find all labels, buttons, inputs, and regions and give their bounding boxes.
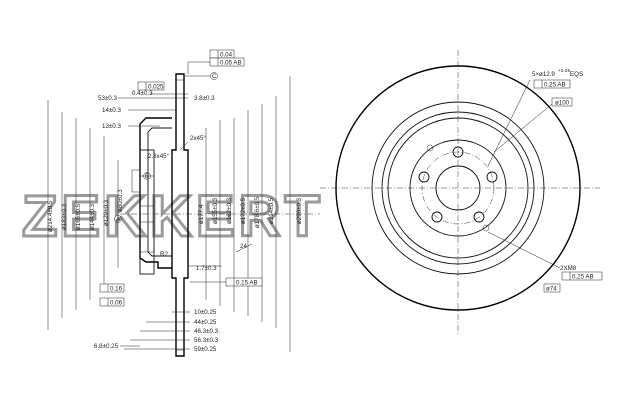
angle-leader [235, 243, 253, 253]
rotor-inner-friction-edge [371, 101, 545, 275]
thread-note: 2XM8 [560, 265, 577, 272]
leader-line [179, 141, 189, 151]
thread-hole [482, 224, 490, 232]
vdim-162: ø162±0.3 [226, 197, 233, 224]
dim-top-53: 53±0.3 [98, 95, 117, 102]
thread-hole [426, 144, 434, 152]
dim-top-13: 13±0.3 [102, 123, 121, 130]
bolt-hole [452, 146, 464, 158]
tolerance-value: 0.15 AB [236, 280, 258, 287]
hat-inner-circle [387, 117, 529, 259]
vdim-172: ø172±0.5 [240, 197, 247, 224]
leader-line [487, 231, 561, 269]
side-section-view: B A C 0.04 0.05 AB 0.025 53±0.3 3.8±0.3 … [47, 49, 320, 357]
leader-line [487, 79, 531, 167]
dim-top-14: 14±0.3 [102, 107, 121, 114]
vdim-177-4: ø177.4 [198, 204, 205, 224]
bolt-hole [418, 171, 430, 183]
chamfer-note: 2x45° [190, 135, 206, 142]
tolerance-value: 0.16 [110, 286, 123, 293]
vdim-214-4: ø214.4±0.5 [47, 200, 54, 232]
vdim-214: ø214±0.5 [268, 197, 275, 224]
hat-outer-circle [381, 111, 535, 265]
hub-hat-inner [147, 127, 172, 257]
hub-flange [139, 149, 155, 275]
hub-hat-outline [139, 117, 172, 269]
datum-label: B [145, 173, 149, 180]
tolerance-frame [99, 297, 125, 307]
angle-note: 24 [240, 243, 247, 250]
vdim-178-6: ø178.6±0.5 [254, 196, 261, 228]
pcd-frame [551, 97, 573, 107]
dim-bottom-10: 10±0.25 [194, 309, 217, 316]
tolerance-value: 0.04 [220, 52, 233, 59]
rotor-ring-outline [171, 73, 189, 357]
datum-label: C [212, 73, 217, 80]
vdim-290: ø290±0.3 [296, 197, 303, 224]
front-view: 5×ø12.9 +0.25 EQS 0.25 AB ø100 2XM8 0.25… [320, 50, 603, 336]
tolerance-frame [561, 271, 603, 281]
vdim-80: ø80±0.3 [117, 189, 124, 212]
dim-1-7: 1.7±0.3 [196, 265, 217, 272]
chamfer-note: 2.8x45° [148, 153, 170, 160]
bolt-pcd-circle [421, 151, 495, 225]
holes-eq: EQS [570, 71, 583, 78]
dim-bottom-59: 59±0.25 [194, 346, 217, 353]
rotor-outer-circle [335, 65, 581, 311]
dim-top-0-4: 0.4±0.3 [132, 90, 153, 97]
vdim-144: ø144±0.3 [89, 203, 96, 230]
center-bore-circle [435, 165, 481, 211]
tolerance-value: 0.025 [148, 84, 164, 91]
datum-label: A [116, 216, 121, 223]
tolerance-frame [533, 79, 571, 89]
vdim-155: ø155±0.3 [212, 197, 219, 224]
brand-watermark: ZEKKERT [22, 184, 324, 249]
thread-pcd-frame [543, 283, 561, 293]
thread-pcd-value: ø74 [546, 286, 557, 293]
bolt-hole [473, 211, 485, 223]
tolerance-value: 0.05 AB [220, 60, 242, 67]
pcd-value: ø100 [555, 100, 570, 107]
dim-bottom-44: 44±0.25 [194, 319, 217, 326]
vdim-129: ø129±0.3 [103, 199, 110, 226]
bolt-hole [431, 211, 443, 223]
bolt-hole [486, 171, 498, 183]
bolt-hole-section [131, 169, 141, 193]
tolerance-frame [99, 283, 125, 293]
datum-b-circle [143, 172, 151, 180]
radius-note: R2 [160, 251, 168, 258]
tolerance-frame [137, 81, 165, 91]
thread-frame-value: 0.25 AB [572, 274, 594, 281]
holes-frame-value: 0.25 AB [544, 82, 566, 89]
hub-flange-circle [409, 139, 507, 237]
holes-tolerance: +0.25 [558, 68, 570, 74]
dim-bottom-56-3: 56.3±0.3 [194, 337, 219, 344]
dim-bottom-6-8: 6.8±0.25 [94, 343, 119, 350]
vdim-183: ø183±0.3 [61, 203, 68, 230]
holes-note: 5×ø12.9 [532, 71, 555, 78]
vdim-165: ø165±0.5 [75, 203, 82, 230]
dim-bottom-46-3: 46.3±0.3 [194, 328, 219, 335]
datum-c-circle [210, 72, 218, 80]
leader-line [493, 103, 553, 153]
dim-top-3-8: 3.8±0.3 [194, 95, 215, 102]
tolerance-value: 0.06 [110, 300, 123, 307]
